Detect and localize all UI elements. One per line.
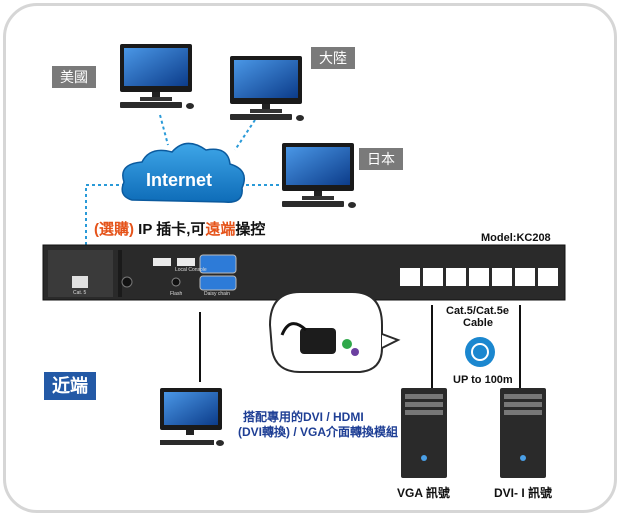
- panel-local-console-label: Local Console: [175, 267, 207, 273]
- adapter-caption-line2: (DVI轉換) / VGA介面轉換模組: [238, 425, 399, 439]
- monitor-local: [160, 388, 224, 446]
- panel-cat5-label: Cat. 5: [73, 290, 87, 296]
- optional-prefix: (選購): [94, 221, 134, 238]
- server-dvi: [500, 388, 546, 478]
- adapter-bubble: [268, 291, 401, 373]
- dvi-signal-label: DVI- I 訊號: [494, 486, 553, 500]
- cloud-label: Internet: [146, 170, 213, 190]
- near-end-tag: 近端: [44, 372, 96, 400]
- cable-icon: [465, 337, 495, 367]
- remote-word: 遠端: [205, 221, 236, 238]
- ip-text: IP 插卡,可: [134, 221, 206, 238]
- location-japan-tag: 日本: [359, 148, 403, 170]
- remote-access-label: (選購) IP 插卡,可遠端操控: [94, 218, 265, 239]
- model-label: Model:KC208: [481, 232, 551, 244]
- server-vga: [401, 388, 447, 478]
- internet-cloud: [121, 142, 245, 203]
- vga-signal-label: VGA 訊號: [397, 486, 450, 500]
- location-china-tag: 大陸: [311, 47, 355, 69]
- monitor-japan: [282, 143, 356, 208]
- panel-daisy-chain-label: Daisy chain: [204, 291, 230, 297]
- location-usa-tag: 美國: [52, 66, 96, 88]
- monitor-usa: [120, 44, 194, 109]
- cable-type-line1: Cat.5/Cat.5e: [446, 305, 509, 317]
- adapter-caption-line1: 搭配專用的DVI / HDMI: [243, 410, 364, 424]
- control-word: 操控: [235, 221, 266, 238]
- monitor-china: [230, 56, 304, 121]
- rj45-ports: [400, 268, 558, 286]
- panel-flash-label: Flash: [170, 291, 183, 297]
- cable-distance: UP to 100m: [453, 374, 513, 386]
- cable-type-line2: Cable: [463, 317, 493, 329]
- local-cables: [199, 305, 521, 388]
